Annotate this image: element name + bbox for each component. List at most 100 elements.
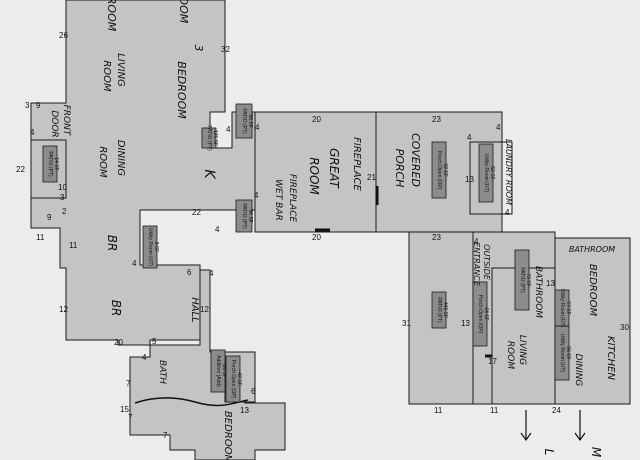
- dim: 15: [120, 405, 129, 414]
- tag-porch-open-covered: Porch Open (OP) 92 SF: [431, 141, 448, 199]
- dim: 4: [254, 191, 259, 200]
- dim: 4: [30, 128, 35, 137]
- label-living-right-1: LIVING: [517, 335, 527, 365]
- label-laundry: LAUNDRY ROOM: [504, 139, 513, 205]
- tag-utility-laundry-area: 52 SF: [489, 166, 495, 179]
- dim: 5: [152, 337, 157, 346]
- dim: 2: [62, 207, 67, 216]
- tag-patio-bath-label: PATIO (PT): [519, 267, 525, 293]
- dim: 9: [47, 213, 52, 222]
- tag-patio-left-label: PATIO (PT): [206, 125, 212, 151]
- tag-patio-right-area: 441 SF: [442, 302, 448, 318]
- tag-patio-front-area: 14 SF: [53, 157, 59, 170]
- dim: 10: [58, 183, 67, 192]
- label-br-1: BR: [105, 235, 119, 252]
- tag-patio-top: PATIO (PT) 56 SF: [235, 103, 253, 139]
- tag-patio-mid-area: 56 SF: [247, 209, 253, 222]
- tag-porch-open-lower-area: 42 SF: [236, 372, 242, 385]
- tag-porch-open-entrance-label: Porch Open (OP): [477, 295, 483, 334]
- tag-patio-top-label: PATIO (PT): [241, 108, 247, 134]
- dim: 4: [505, 208, 510, 217]
- dim: 11: [69, 241, 78, 250]
- tag-patio-left-area: 126 SF: [212, 130, 218, 146]
- label-great-1: GREAT: [327, 148, 341, 190]
- label-bathroom-1: BATHROOM: [533, 266, 543, 318]
- tag-utility-left: Utility Room (UT) 8 SF: [142, 225, 159, 269]
- label-fireplace-wetbar-2: WET BAR: [273, 179, 283, 221]
- label-entrance: ENTRANCE: [472, 242, 481, 287]
- scribble-line: [134, 397, 249, 407]
- label-dining-1: DINING: [115, 140, 126, 177]
- dim: 6: [251, 387, 256, 396]
- label-bedroom-lower: BEDROOM: [222, 411, 233, 460]
- tag-utility-right-1: Utility Room (UT) 56 SF: [554, 325, 571, 381]
- label-fireplace: FIREPLACE: [351, 137, 362, 191]
- tag-utility-laundry: Utility Room (UT) 52 SF: [478, 143, 495, 203]
- tag-addition-label: Addition (Add): [215, 355, 221, 387]
- dim: 4: [474, 237, 479, 246]
- tag-utility-right-2: Utility Room (UT) 57 SF: [554, 289, 571, 327]
- label-l-note: L: [542, 449, 556, 456]
- dim: 6: [187, 268, 192, 277]
- arrow-1: [520, 410, 532, 442]
- dim: 23: [432, 115, 441, 124]
- dim: 4: [132, 259, 137, 268]
- tag-patio-right: PATIO (PT) 441 SF: [431, 291, 448, 329]
- dim: 13: [461, 319, 470, 328]
- tag-addition: Addition (Add) 26 SF: [210, 349, 227, 393]
- dim: 20: [312, 115, 321, 124]
- arrow-2: [574, 410, 586, 442]
- label-k-scribble: K: [201, 169, 217, 180]
- tag-patio-mid-label: PATIO (PT): [241, 203, 247, 229]
- tag-porch-open-entrance-area: 64 SF: [483, 307, 489, 320]
- label-living-right-2: ROOM: [505, 341, 515, 369]
- label-outside: OUTSIDE: [482, 244, 491, 281]
- tag-addition-area: 26 SF: [221, 364, 227, 377]
- label-bathroom-top: BATHROOM: [569, 245, 615, 254]
- label-living-1: LIVING: [115, 53, 126, 87]
- dim: 4: [209, 269, 214, 278]
- label-room: ROOM: [105, 0, 118, 32]
- dim: 31: [402, 319, 411, 328]
- label-covered-1: COVERED: [409, 133, 422, 187]
- label-dining-right: DINING: [573, 354, 583, 387]
- dim: 3: [25, 101, 30, 110]
- dim: 20: [114, 338, 123, 347]
- dim: 12: [59, 305, 68, 314]
- dim: 20: [312, 233, 321, 242]
- tag-patio-front: PATIO (PT) 14 SF: [42, 145, 59, 183]
- dim: 26: [59, 31, 68, 40]
- tag-utility-laundry-label: Utility Room (UT): [483, 154, 489, 193]
- dim: 12: [200, 305, 209, 314]
- tag-utility-right-1-area: 56 SF: [565, 346, 571, 359]
- dim: 24: [552, 406, 561, 415]
- label-kitchen: KITCHEN: [605, 336, 616, 380]
- dim: 23: [432, 233, 441, 242]
- tag-patio-right-label: PATIO (PT): [436, 297, 442, 323]
- dim: 9: [36, 101, 41, 110]
- laundry-box: [469, 141, 513, 215]
- label-covered-2: PORCH: [393, 149, 406, 188]
- label-bath: BATH: [157, 360, 167, 384]
- dim: 3: [60, 193, 65, 202]
- tag-porch-open-covered-label: Porch Open (OP): [436, 151, 442, 190]
- dim: 11: [434, 406, 443, 415]
- tag-utility-right-1-label: Utility Room (UT): [559, 334, 565, 373]
- dim: 13: [465, 175, 474, 184]
- tag-utility-right-2-area: 57 SF: [565, 301, 571, 314]
- tag-utility-left-label: Utility Room (UT): [147, 228, 153, 267]
- room-great-room: [254, 111, 377, 233]
- label-bedroom-3: 3: [192, 45, 205, 52]
- tag-utility-left-area: 8 SF: [153, 242, 159, 253]
- tag-patio-front-label: PATIO (PT): [47, 151, 53, 177]
- label-bedroom: BEDROOM: [175, 61, 188, 119]
- dim: 4: [496, 123, 501, 132]
- label-br-2: BR: [109, 300, 123, 317]
- label-great-2: ROOM: [307, 157, 321, 195]
- dim: 4: [255, 123, 260, 132]
- dim: 4: [226, 125, 231, 134]
- tag-patio-mid: PATIO (PT) 56 SF: [235, 199, 253, 233]
- dim: 4: [467, 133, 472, 142]
- label-bedroom-right: BEDROOM: [587, 264, 598, 317]
